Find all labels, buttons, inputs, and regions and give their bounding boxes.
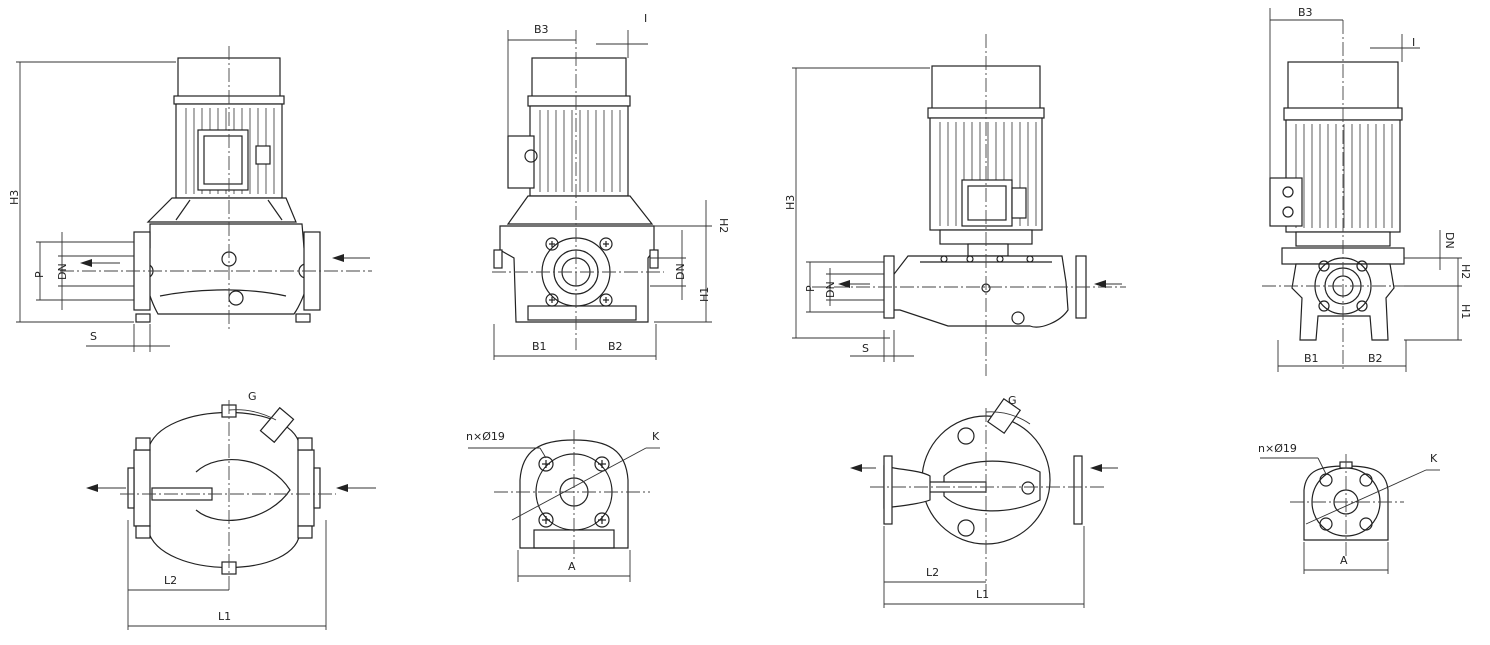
dim-label-L1: L1: [218, 610, 231, 623]
flange-view-right: n×Ø19 K A: [1258, 442, 1440, 574]
pump-casing: [499, 225, 655, 323]
dim-label-DN: DN: [1443, 232, 1456, 249]
dim-label-H2: H2: [1459, 264, 1472, 279]
dim-label-S: S: [90, 330, 97, 343]
dim-label-A: A: [568, 560, 576, 573]
outlet-flange: [1073, 455, 1083, 525]
inlet-flange: [883, 455, 893, 525]
dim-label-I: I: [1412, 36, 1415, 49]
dim-label-B1: B1: [532, 340, 547, 353]
dim-label-G: G: [248, 390, 257, 403]
motor-bracket: [146, 197, 297, 223]
dim-label-G: G: [1008, 394, 1017, 407]
motor-fan-cover: [531, 57, 627, 99]
dim-label-H3: H3: [784, 195, 797, 210]
top-view-left: G L2 L1: [86, 390, 376, 630]
dim-label-L2: L2: [164, 574, 177, 587]
dim-label-B1: B1: [1304, 352, 1319, 365]
dim-label-B2: B2: [1368, 352, 1383, 365]
dim-label-L2: L2: [926, 566, 939, 579]
dim-label-H2: H2: [717, 218, 730, 233]
cable-gland: [255, 145, 271, 165]
dim-label-K: K: [652, 430, 660, 443]
front-view-right: H3 P DN S: [784, 34, 1126, 376]
dim-label-B3: B3: [1298, 6, 1313, 19]
side-view-left: B3 I B1 B2 H2 H1 DN: [492, 12, 730, 360]
dim-label-K: K: [1430, 452, 1438, 465]
dim-label-DN: DN: [824, 281, 837, 298]
side-view-right: B3 I B1 B2 DN H2 H1: [1262, 6, 1472, 372]
dim-label-H1: H1: [1459, 304, 1472, 319]
hole-count-label: n×Ø19: [1258, 442, 1297, 455]
motor-body: [529, 105, 629, 197]
dim-label-B3: B3: [534, 23, 549, 36]
flange-plate: [519, 439, 629, 549]
dim-label-H1: H1: [698, 287, 711, 302]
motor-fins: [1295, 124, 1393, 228]
dim-label-P: P: [33, 271, 46, 278]
dim-label-B2: B2: [608, 340, 623, 353]
gear-box: [259, 406, 295, 444]
dim-label-L1: L1: [976, 588, 989, 601]
pump-casing: [887, 255, 1069, 328]
dim-label-DN: DN: [56, 263, 69, 280]
dim-label-DN: DN: [674, 263, 687, 280]
terminal-box: [961, 179, 1013, 227]
motor-fins: [939, 122, 1037, 226]
terminal-box: [1269, 177, 1303, 227]
dim-label-H3: H3: [8, 190, 21, 205]
motor-bracket: [506, 195, 654, 225]
dim-label-P: P: [804, 285, 817, 292]
top-view-right: G L2 L1: [850, 394, 1118, 608]
motor-fins: [539, 110, 621, 192]
gear-box: [986, 397, 1022, 435]
hole-count-label: n×Ø19: [466, 430, 505, 443]
pump-casing: [143, 223, 311, 315]
outlet-flange: [297, 449, 315, 527]
dim-label-S: S: [862, 342, 869, 355]
front-view-left: H3 P DN S: [8, 46, 372, 352]
flange-view-left: n×Ø19 K A: [466, 430, 660, 582]
inlet-flange: [133, 449, 151, 527]
terminal-box: [197, 129, 249, 191]
dim-label-I: I: [644, 12, 647, 25]
dim-label-A: A: [1340, 554, 1348, 567]
